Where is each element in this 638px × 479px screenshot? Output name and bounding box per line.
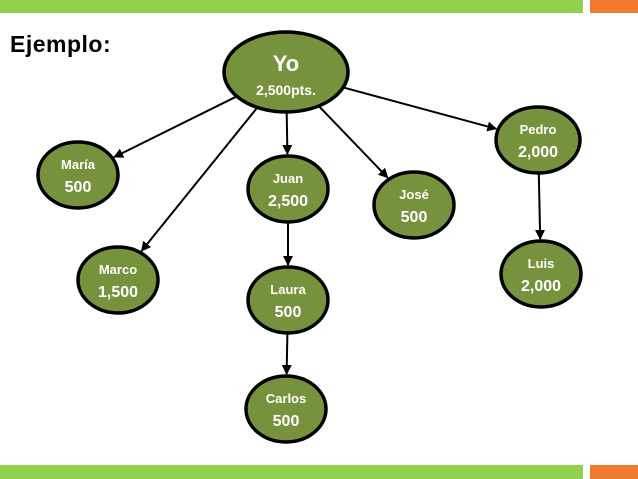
arrow-pedro-to-luis <box>535 173 546 240</box>
node-luis-name: Luis <box>528 256 555 271</box>
node-laura-ellipse <box>246 265 330 335</box>
node-laura-name: Laura <box>270 282 306 297</box>
arrow-yo-to-juan <box>282 112 293 155</box>
arrow-yo-to-maria <box>113 95 237 158</box>
node-pedro-points: 2,000 <box>518 144 558 161</box>
arrow-yo-to-pedro <box>343 86 498 132</box>
node-juan: Juan 2,500 <box>246 154 330 224</box>
node-laura: Laura 500 <box>246 265 330 335</box>
node-juan-name: Juan <box>273 171 303 186</box>
node-carlos-points: 500 <box>273 413 300 430</box>
node-yo-ellipse <box>222 30 350 114</box>
node-jose-points: 500 <box>401 209 428 226</box>
node-carlos-ellipse <box>244 374 328 444</box>
node-yo: Yo 2,500pts. <box>222 30 350 114</box>
nodes-layer: Yo2,500pts.María500Marco1,500Juan2,500La… <box>36 30 583 444</box>
arrow-laura-to-carlos <box>281 333 292 375</box>
node-laura-points: 500 <box>275 304 302 321</box>
node-yo-name: Yo <box>273 51 299 76</box>
slide-title: Ejemplo: <box>10 31 112 57</box>
node-pedro-ellipse <box>494 105 582 175</box>
top-accent-bar-green <box>0 0 583 13</box>
bottom-accent-bar-green <box>0 465 583 479</box>
node-luis-ellipse <box>499 239 583 309</box>
node-marco-name: Marco <box>99 262 137 277</box>
node-luis: Luis 2,000 <box>499 239 583 309</box>
node-carlos: Carlos 500 <box>244 374 328 444</box>
node-carlos-name: Carlos <box>266 391 306 406</box>
node-jose-name: José <box>399 187 429 202</box>
top-accent-bar-orange <box>590 0 638 13</box>
node-marco-ellipse <box>76 245 160 315</box>
node-jose: José 500 <box>372 170 456 240</box>
node-juan-points: 2,500 <box>268 193 308 210</box>
node-pedro: Pedro 2,000 <box>494 105 582 175</box>
arrow-yo-to-jose <box>318 106 389 179</box>
node-marco: Marco 1,500 <box>76 245 160 315</box>
node-maria-points: 500 <box>65 179 92 196</box>
node-pedro-name: Pedro <box>520 122 557 137</box>
bottom-accent-bar-orange <box>590 465 638 479</box>
edges-layer <box>113 86 546 375</box>
node-maria: María 500 <box>36 140 120 210</box>
arrow-yo-to-marco <box>140 107 258 252</box>
node-maria-ellipse <box>36 140 120 210</box>
node-maria-name: María <box>61 157 96 172</box>
node-marco-points: 1,500 <box>98 284 138 301</box>
node-luis-points: 2,000 <box>521 278 561 295</box>
node-juan-ellipse <box>246 154 330 224</box>
node-yo-points: 2,500pts. <box>256 82 316 98</box>
node-jose-ellipse <box>372 170 456 240</box>
